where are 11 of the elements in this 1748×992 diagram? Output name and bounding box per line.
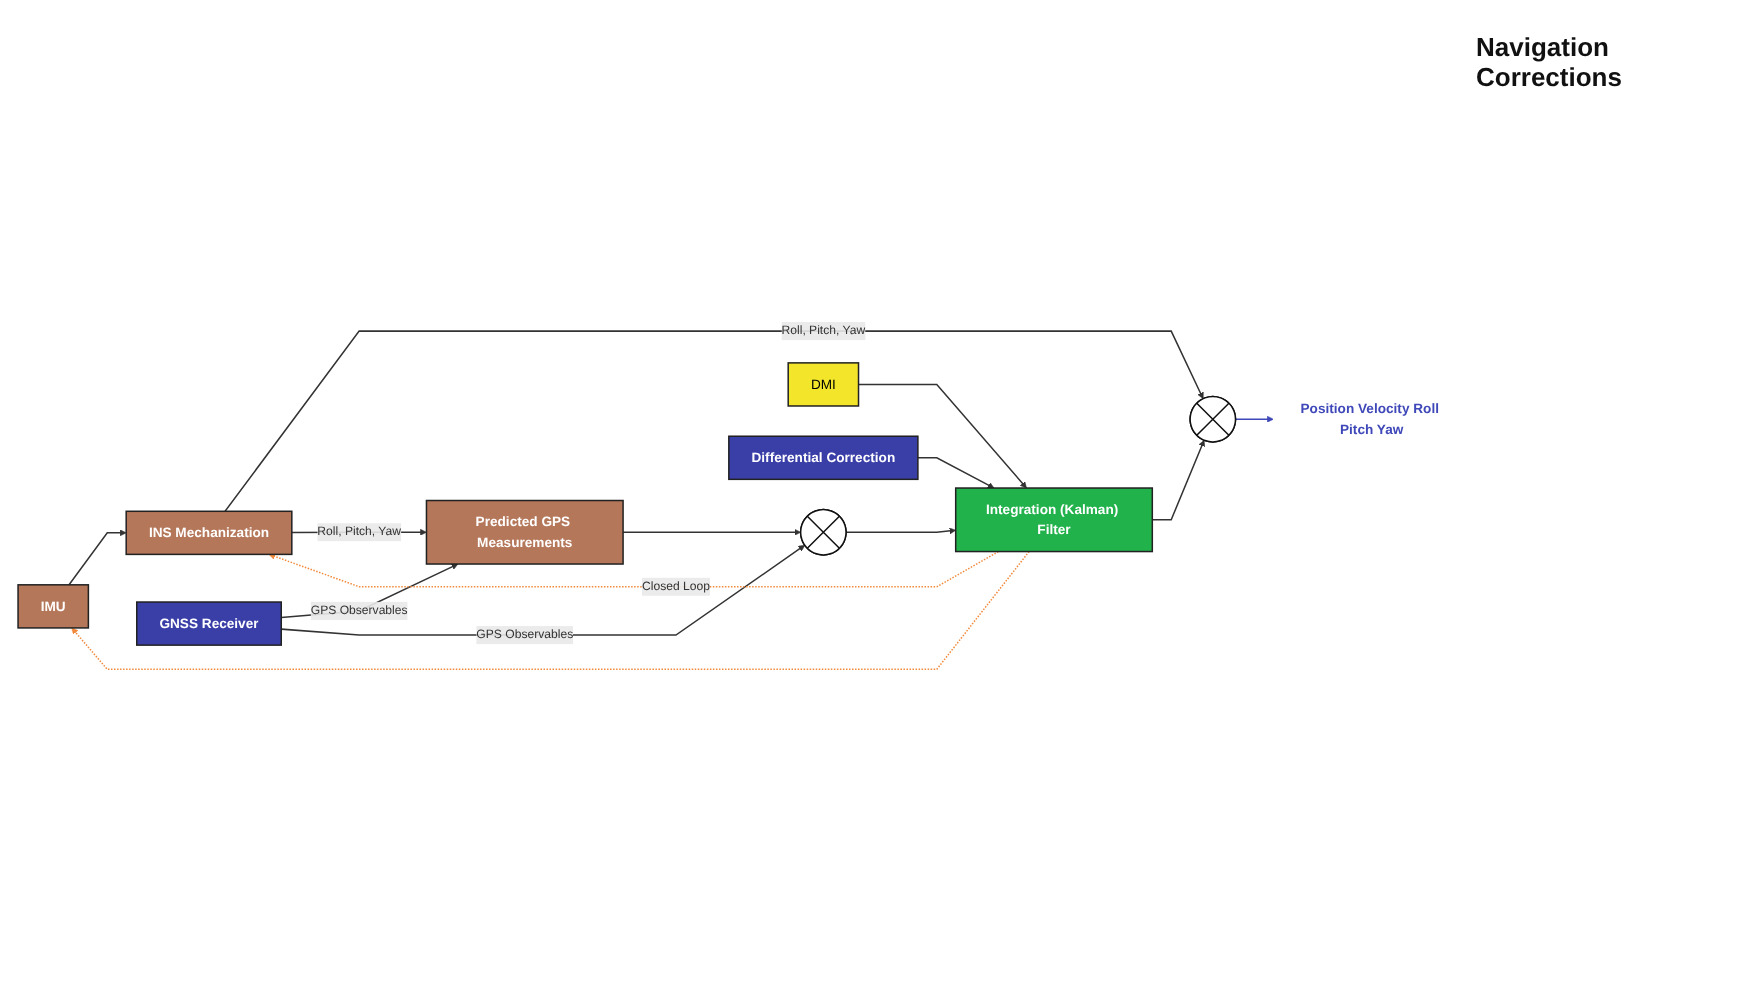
arrow: [1234, 416, 1274, 423]
arrow: [845, 527, 956, 535]
arrow: [224, 330, 1204, 513]
arrow: [917, 457, 995, 489]
arrow: [1151, 440, 1205, 521]
note-text: Navigation Corrections: [1476, 32, 1624, 92]
arrow: [68, 529, 127, 586]
arrow: [857, 384, 1027, 489]
arrow: [71, 551, 1030, 671]
arrow: [622, 529, 801, 536]
arrow: [268, 551, 1000, 588]
